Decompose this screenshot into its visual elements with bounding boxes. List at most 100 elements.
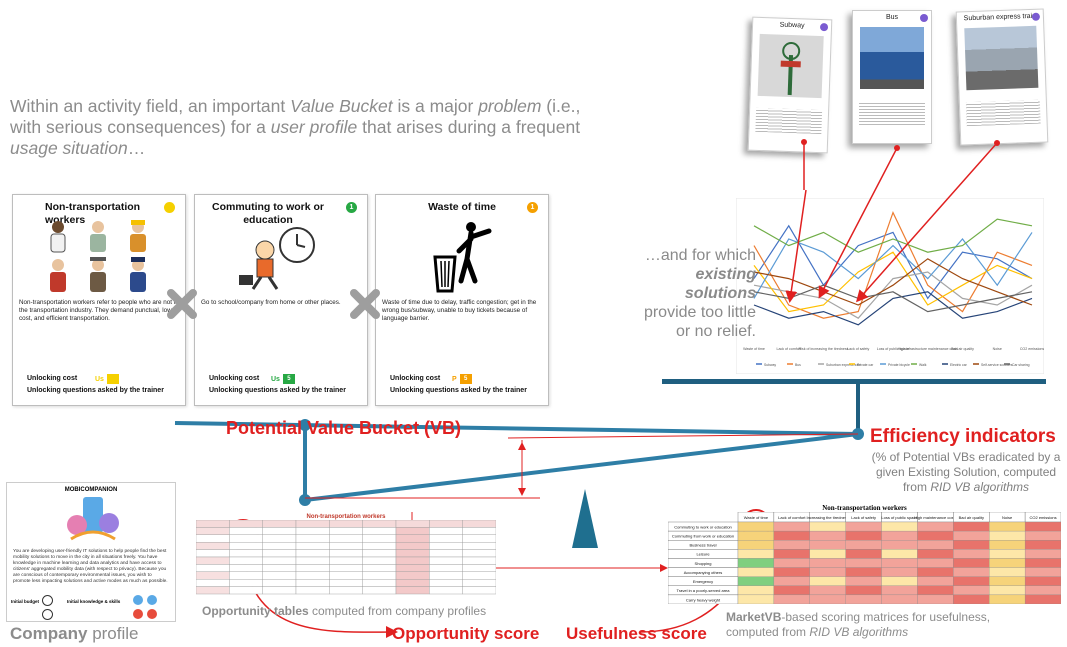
card-badge [164,202,175,213]
table-cell [195,586,230,595]
unlocking-questions: Unlocking questions asked by the trainer [27,387,164,394]
table-cell [395,571,430,580]
matrix-cell [809,540,846,550]
matrix-cell [917,549,954,559]
series-line [753,232,1033,299]
matrix-cell [953,521,990,532]
opportunity-table: Non-transportation workers [195,514,497,598]
matrix-cell [737,558,775,568]
table-cell [429,519,463,528]
matrix-cell [917,540,954,550]
matrix-cell [953,576,990,586]
fulcrum [572,489,598,548]
matrix-cell [809,585,846,596]
table-cell [429,556,463,565]
table-cell [262,586,297,595]
table-cell [362,549,397,558]
matrix-column-label: Lack of comfort [778,515,806,520]
matrix-cell [737,594,775,605]
matrix-row-label: Business travel [689,543,716,548]
matrix-column-label: Noise [1002,515,1013,520]
table-cell [329,586,363,595]
table-cell [362,586,397,595]
legend-label: Bus [795,363,801,367]
table-cell [462,549,497,558]
table-cell [462,527,497,536]
card-badge: 1 [527,202,538,213]
series-line [753,218,1033,253]
matrix-row-label: Travel in a poorly-served area [677,588,731,593]
usage-situation-card: Commuting to work or education 1 Go to s… [194,194,368,406]
table-cell [462,534,497,543]
matrix-cell [773,576,810,586]
series-line [753,291,1033,326]
table-cell [429,579,463,587]
matrix-cell [1024,540,1062,550]
skill-icon [147,609,157,619]
table-cell [295,534,330,543]
unlocking-questions: Unlocking questions asked by the trainer [390,387,527,394]
table-cell [229,556,263,565]
top-beam [662,379,1046,384]
matrix-cell [917,576,954,586]
legend-label: Private bicycle [888,363,910,367]
commuter-illustration [239,227,315,290]
trash-icon [433,222,492,293]
intro-text: Within an activity field, an important V… [10,96,581,158]
x-tick-label: Bad air quality [951,347,974,351]
table-cell [362,571,397,580]
matrix-cell [881,521,918,532]
matrix-cell [737,549,775,559]
matrix-row-label: Leisure [696,552,710,557]
table-cell [195,519,230,528]
matrix-title: Non-transportation workers [822,504,907,512]
matrix-cell [809,576,846,586]
initial-knowledge-label: Initial knowledge & skills [67,599,121,604]
matrix-cell [809,558,846,568]
x-tick-label: Risk of increasing the tiredness [799,347,849,351]
matrix-column-label: Loss of public space [881,515,918,520]
matrix-cell [953,585,990,596]
matrix-cell [917,567,954,577]
unlocking-questions: Unlocking questions asked by the trainer [209,387,346,394]
problem-card: Waste of time 1 Waste of time due to del… [375,194,549,406]
matrix-cell [773,540,810,550]
table-cell [429,534,463,543]
cross-icon [350,289,380,319]
matrix-cell [845,567,882,577]
table-cell [429,549,463,558]
table-cell [262,556,297,565]
series-line [753,284,1033,313]
matrix-cell [1024,567,1062,577]
matrix-cell [989,594,1026,605]
potential-vb-label: Potential Value Bucket (VB) [226,418,462,438]
matrix-cell [1024,549,1062,559]
legend-label: Suburban express train [826,363,861,367]
legend-label: Car sharing [1012,363,1030,367]
matrix-cell [809,521,846,532]
card-description [859,101,925,125]
company-profile-label: Company profile [10,624,139,643]
x-tick-label: CO2 emissions [1020,347,1044,351]
table-cell [195,571,230,580]
pivot-node [299,419,311,431]
solution-card-subway: Subway [747,16,833,154]
series-line [753,258,1033,306]
table-cell [295,571,330,580]
matrix-cell [881,549,918,559]
table-cell [195,579,230,587]
initial-budget-label: Initial budget [11,599,39,604]
solution-card-bus: Bus [852,10,932,144]
opportunity-table-grid [195,519,497,595]
legend-label: Private car [857,363,874,367]
table-cell [195,534,230,543]
matrix-cell [845,576,882,586]
matrix-column-label: Waste of time [744,515,769,520]
unlocking-cost-label: Unlocking cost [27,375,78,382]
table-cell [395,527,430,536]
matrix-cell [917,594,954,605]
matrix-cell [845,530,882,541]
matrix-column-label: High maintenance costs [914,515,957,520]
table-cell [395,564,430,573]
table-cell [229,586,263,595]
